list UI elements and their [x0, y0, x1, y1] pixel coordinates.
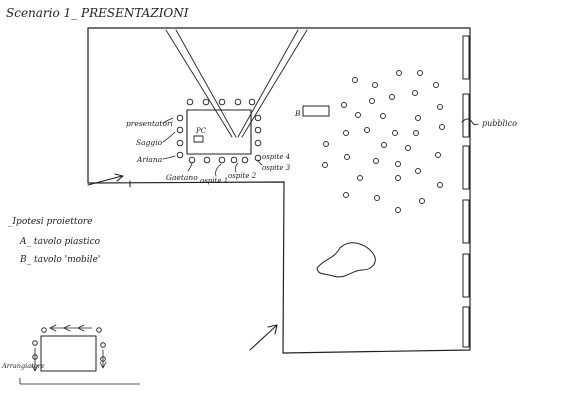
label-gaetano: Gaetano	[166, 173, 198, 182]
room-walls	[87, 27, 471, 354]
projector-beams	[165, 29, 308, 138]
label-pubblico: pubblico	[482, 119, 517, 128]
scenario-title: Scenario 1_ PRESENTAZIONI	[6, 6, 189, 20]
floor-blob	[316, 242, 376, 278]
ipotesi-option-a: A_ tavolo piastico	[19, 237, 101, 247]
pubblico-leader	[461, 118, 479, 126]
ipotesi-heading: _Ipotesi proiettore	[8, 217, 93, 227]
entrance-arrow-top	[87, 173, 124, 186]
mini-chairs	[32, 327, 106, 362]
right-wall-panels	[462, 35, 470, 348]
table-b	[302, 105, 330, 117]
pc-box	[193, 135, 204, 143]
label-leader-lines	[162, 117, 263, 177]
presenter-table	[186, 109, 252, 155]
mini-arrows	[19, 324, 141, 385]
pc-label: PC	[195, 127, 207, 135]
label-relatori: presentatori	[126, 119, 174, 128]
label-b: B	[294, 109, 301, 118]
label-ariana: Ariana	[136, 155, 162, 164]
label-ospite1: ospite 1	[200, 177, 228, 185]
label-saggio: Saggio	[136, 138, 163, 147]
label-ospite4: ospite 4	[262, 153, 290, 161]
label-arrangiatore: Arrangiatore	[1, 362, 45, 370]
mini-table	[40, 335, 97, 372]
audience-seats	[322, 70, 445, 213]
ipotesi-option-b: B_ tavolo 'mobile'	[19, 255, 100, 265]
entrance-arrow-bottom	[249, 324, 278, 351]
label-ospite3: ospite 3	[262, 164, 291, 172]
presenter-chairs	[176, 98, 262, 164]
label-ospite2: ospite 2	[228, 172, 257, 180]
